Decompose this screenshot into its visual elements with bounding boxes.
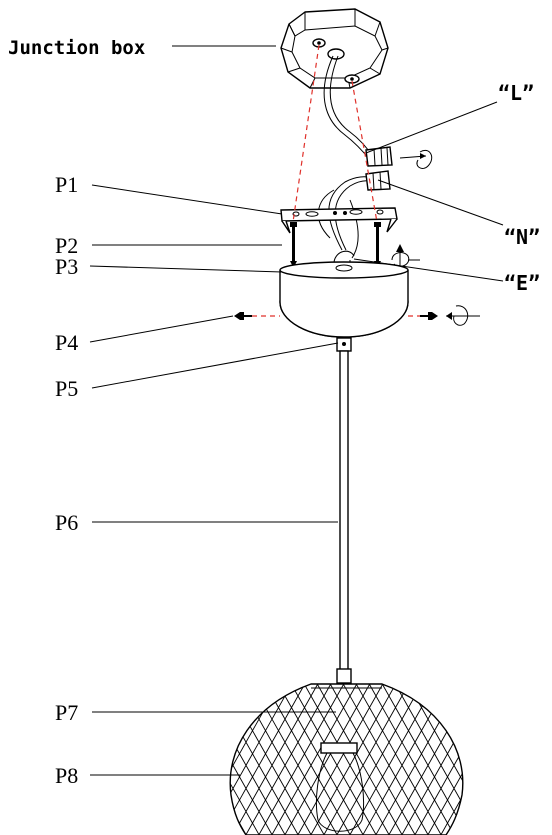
- label-p4: P4: [55, 330, 78, 355]
- label-live-wire: “L”: [498, 81, 534, 105]
- mounting-bracket: [280, 207, 398, 234]
- label-neutral-wire: “N”: [504, 225, 540, 249]
- rotate-arrow-icon: [399, 150, 433, 169]
- rod-coupler: [336, 337, 352, 352]
- leader-lines: [89, 45, 504, 776]
- canopy: [279, 250, 409, 338]
- rotate-arrow-icon: [391, 244, 420, 268]
- fixture-wires: [317, 176, 375, 268]
- mesh-shade: [229, 683, 464, 835]
- bracket-screw-right: [374, 222, 381, 268]
- label-p7: P7: [55, 700, 78, 725]
- label-p8: P8: [55, 763, 78, 788]
- bracket-screw-left: [290, 222, 297, 268]
- label-p2: P2: [55, 233, 78, 258]
- canopy-screw-right: [420, 312, 438, 320]
- label-p3: P3: [55, 254, 78, 279]
- junction-box: [280, 8, 389, 89]
- suspension-rod: [339, 350, 349, 672]
- live-wire-connector: [365, 146, 393, 167]
- rotate-arrow-icon: [446, 305, 480, 326]
- label-p1: P1: [55, 172, 78, 197]
- label-junction-box: Junction box: [8, 37, 145, 59]
- label-earth-wire: “E”: [504, 271, 540, 295]
- alignment-guides: [252, 44, 420, 317]
- canopy-screw-left: [234, 312, 252, 320]
- label-p6: P6: [55, 510, 78, 535]
- shade-coupler: [336, 668, 352, 684]
- label-p5: P5: [55, 376, 78, 401]
